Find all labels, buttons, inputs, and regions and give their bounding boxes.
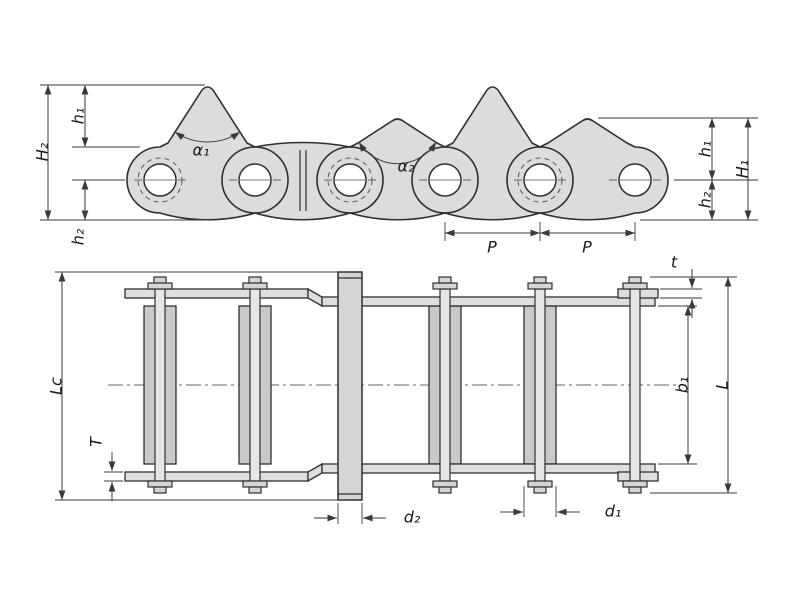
- d1-label: d₁: [605, 502, 622, 521]
- extended-pin: [337, 271, 363, 501]
- angle-dimensions: α₁ α₂: [174, 131, 437, 176]
- H2-label: H₂: [33, 142, 52, 161]
- H1-label: H₁: [733, 160, 752, 178]
- Lc-dimension: Lc: [47, 271, 345, 501]
- d2-dimension: d₂: [314, 503, 421, 527]
- plan-view: Lc T t b₁ L: [47, 253, 737, 527]
- b1-dimension: b₁: [658, 305, 697, 465]
- pin-assembly: [242, 276, 268, 494]
- h1-right-label: h₁: [696, 141, 715, 158]
- h2-right-label: h₂: [696, 191, 715, 208]
- cranked-plate-step-bottom: [307, 462, 323, 483]
- d1-dimension: d₁: [500, 486, 621, 521]
- T-label: T: [87, 436, 106, 447]
- side-elevation-view: α₁ α₂ H₂ h₁ h₂ h₁ h₂ H₁: [33, 84, 758, 257]
- cranked-plate-step-top: [307, 287, 323, 308]
- inner-plate-bottom: [321, 463, 656, 474]
- outer-plate-bottom: [124, 471, 309, 482]
- alpha1-arc: [174, 131, 241, 143]
- pitch-dimensions: P P: [444, 222, 636, 257]
- t-label: t: [671, 253, 678, 272]
- pin-hole-group: [143, 163, 652, 197]
- pin-holes: [134, 157, 661, 203]
- outer-plate-top: [124, 288, 309, 299]
- pins: [147, 276, 648, 494]
- L-dimension: L: [650, 276, 737, 494]
- alpha2-label: α₂: [398, 157, 416, 176]
- d2-label: d₂: [404, 508, 421, 527]
- right-dimensions: h₁ h₂ H₁: [598, 117, 758, 221]
- pitch1-label: P: [487, 238, 497, 257]
- pin-assembly: [527, 276, 553, 494]
- L-label: L: [713, 381, 732, 390]
- Lc-label: Lc: [47, 377, 66, 395]
- pin-assembly: [622, 276, 648, 494]
- pitch2-label: P: [582, 238, 592, 257]
- pin-assembly: [432, 276, 458, 494]
- left-dimensions: H₂ h₁ h₂: [33, 84, 205, 245]
- tall-peak-link-plate: [412, 87, 573, 220]
- h2-left-label: h₂: [69, 228, 88, 245]
- t-dimension: t: [660, 253, 702, 318]
- alpha2-arc: [358, 141, 437, 165]
- inner-plate-top: [321, 296, 656, 307]
- link-plate-outlines: [126, 86, 669, 221]
- b1-label: b₁: [673, 377, 692, 394]
- extended-pin-body: [337, 271, 363, 501]
- h1-left-label: h₁: [69, 108, 88, 125]
- pin-assembly: [147, 276, 173, 494]
- T-dimension: T: [87, 436, 123, 501]
- alpha1-label: α₁: [193, 141, 210, 160]
